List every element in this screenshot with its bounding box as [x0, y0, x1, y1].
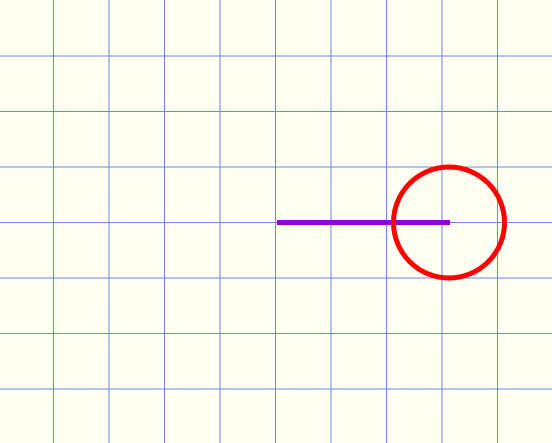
- red-circle[interactable]: [391, 164, 507, 281]
